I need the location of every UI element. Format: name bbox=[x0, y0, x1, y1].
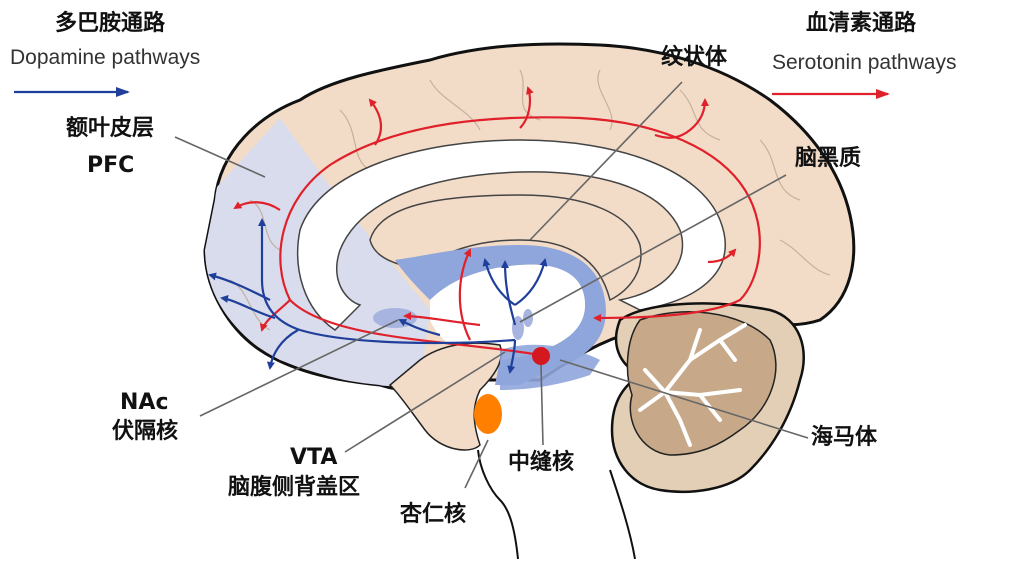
serotonin-pathways bbox=[233, 86, 761, 357]
label-nac-en: NAc bbox=[120, 390, 169, 415]
leader-lines bbox=[174, 81, 809, 489]
dopamine-legend-label: Dopamine pathways bbox=[10, 46, 201, 69]
label-nac-cn: 伏隔核 bbox=[112, 419, 179, 444]
dopamine-pathways bbox=[208, 218, 548, 374]
label-pfc-en: PFC bbox=[87, 153, 135, 178]
label-vta-en: VTA bbox=[290, 445, 338, 470]
arbor-vitae bbox=[638, 323, 747, 447]
cerebellum bbox=[610, 302, 805, 494]
amygdala-nucleus bbox=[474, 394, 502, 434]
serotonin-legend-title: 血清素通路 bbox=[806, 11, 917, 36]
brainstem bbox=[388, 342, 636, 560]
dopamine-legend-title: 多巴胺通路 bbox=[55, 11, 166, 36]
raphe-nucleus bbox=[532, 347, 550, 365]
label-striatum: 纹状体 bbox=[661, 45, 728, 70]
label-hippocampus: 海马体 bbox=[811, 425, 878, 450]
label-pfc-cn: 额叶皮层 bbox=[66, 116, 155, 141]
label-raphe: 中缝核 bbox=[508, 450, 575, 475]
serotonin-legend-label: Serotonin pathways bbox=[772, 51, 957, 74]
label-amygdala: 杏仁核 bbox=[400, 502, 467, 527]
label-substantia-nigra: 脑黑质 bbox=[795, 146, 862, 171]
label-vta-cn: 脑腹侧背盖区 bbox=[228, 475, 361, 500]
